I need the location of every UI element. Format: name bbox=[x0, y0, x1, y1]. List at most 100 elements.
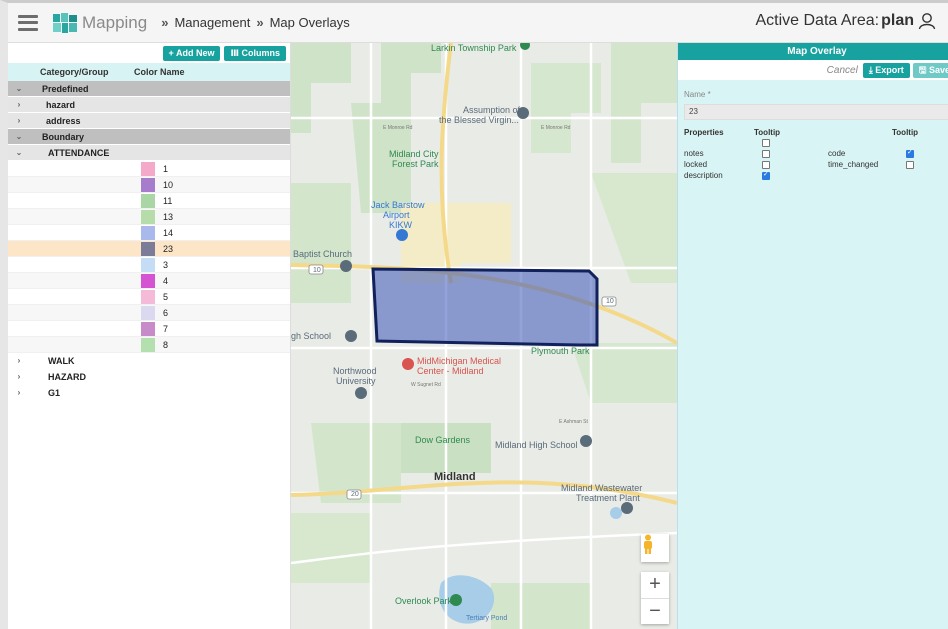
map-label-monroe: E Monroe Rd bbox=[383, 125, 413, 131]
map-label-barstow-2: Airport bbox=[383, 210, 410, 220]
map-label-midland: Midland bbox=[434, 471, 476, 483]
name-label: Name * bbox=[684, 90, 711, 99]
property-name: code bbox=[828, 149, 846, 158]
locked-tooltip-checkbox[interactable] bbox=[762, 160, 770, 169]
item-name: 1 bbox=[163, 163, 169, 174]
chevron-right-icon[interactable]: › bbox=[17, 100, 21, 109]
attendance-item[interactable]: 4 bbox=[8, 273, 290, 289]
tree-item-hazard[interactable]: › hazard bbox=[8, 97, 290, 113]
export-button[interactable]: ⤓ Export bbox=[862, 62, 910, 78]
left-toolbar: + Add New Ⅲ Columns bbox=[8, 43, 290, 63]
attendance-item[interactable]: 11 bbox=[8, 193, 290, 209]
map-view[interactable]: Larkin Township Park Assumption of the B… bbox=[291, 43, 677, 629]
description-tooltip-checkbox[interactable] bbox=[762, 170, 770, 180]
zoom-out-button[interactable]: − bbox=[641, 598, 669, 624]
item-name: 3 bbox=[163, 259, 169, 270]
top-bar: Mapping » Management » Map Overlays Acti… bbox=[8, 3, 948, 43]
notes-tooltip-checkbox[interactable] bbox=[762, 149, 770, 158]
item-name: 8 bbox=[163, 339, 169, 350]
map-label-larkin: Larkin Township Park bbox=[431, 43, 517, 53]
tree-group-boundary[interactable]: ⌄ Boundary bbox=[8, 129, 290, 145]
tree-group-g1[interactable]: › G1 bbox=[8, 385, 290, 401]
chevron-down-icon[interactable]: ⌄ bbox=[15, 132, 23, 141]
attendance-item[interactable]: 3 bbox=[8, 257, 290, 273]
item-name: 10 bbox=[163, 179, 174, 190]
attendance-item[interactable]: 14 bbox=[8, 225, 290, 241]
map-overlay-form: Map Overlay Cancel ⤓ Export 🖫 Save Name … bbox=[677, 43, 948, 629]
property-row: locked time_changed bbox=[684, 159, 948, 170]
chevron-right-icon[interactable]: › bbox=[17, 356, 21, 365]
attendance-item[interactable]: 23 bbox=[8, 241, 290, 257]
color-swatch bbox=[141, 337, 155, 352]
brand-name[interactable]: Mapping bbox=[82, 12, 148, 32]
attendance-item[interactable]: 10 bbox=[8, 177, 290, 193]
map-label-route-20: 20 bbox=[351, 491, 359, 498]
map-label-route-10b: 10 bbox=[606, 298, 614, 305]
tooltip-all-checkbox[interactable] bbox=[762, 138, 770, 147]
area-label: Active Data Area: bbox=[755, 12, 880, 29]
properties-label: Properties bbox=[684, 128, 724, 137]
map-label-tertiary: Tertiary Pond bbox=[466, 615, 508, 622]
street-view-pegman-icon[interactable] bbox=[641, 534, 669, 562]
cancel-button[interactable]: Cancel bbox=[826, 64, 858, 76]
color-swatch bbox=[141, 177, 155, 192]
map-label-high-school: gh School bbox=[291, 331, 332, 341]
form-title: Map Overlay bbox=[678, 43, 948, 60]
map-label-city-forest-2: Forest Park bbox=[392, 159, 439, 169]
code-tooltip-checkbox[interactable] bbox=[906, 148, 914, 158]
tree-item-attendance[interactable]: ⌄ ATTENDANCE bbox=[8, 145, 290, 161]
tree-group-walk[interactable]: › WALK bbox=[8, 353, 290, 369]
item-name: 23 bbox=[163, 243, 174, 254]
map-label-overlook: Overlook Park bbox=[395, 596, 453, 606]
chevron-right-icon[interactable]: › bbox=[17, 388, 21, 397]
chevron-down-icon[interactable]: ⌄ bbox=[15, 84, 23, 93]
column-category[interactable]: Category/Group bbox=[40, 67, 109, 77]
attendance-item[interactable]: 5 bbox=[8, 289, 290, 305]
property-name: description bbox=[684, 171, 723, 180]
map-label-northwood-2: University bbox=[336, 376, 376, 386]
overlay-tree-panel: + Add New Ⅲ Columns Category/Group Color… bbox=[8, 43, 291, 629]
map-label-plymouth: Plymouth Park bbox=[531, 346, 590, 356]
color-swatch bbox=[141, 241, 155, 256]
tree-column-header: Category/Group Color Name bbox=[8, 63, 290, 81]
menu-icon[interactable] bbox=[18, 14, 38, 31]
attendance-item[interactable]: 8 bbox=[8, 337, 290, 353]
attendance-item[interactable]: 1 bbox=[8, 161, 290, 177]
map-label-barstow-3: KIKW bbox=[389, 220, 413, 230]
zoom-control: + − bbox=[641, 572, 669, 624]
tree-group-hazard[interactable]: › HAZARD bbox=[8, 369, 290, 385]
color-swatch bbox=[141, 209, 155, 224]
name-input[interactable]: 23 bbox=[684, 104, 948, 120]
chevron-right-icon[interactable]: › bbox=[17, 372, 21, 381]
item-name: 4 bbox=[163, 275, 169, 286]
chevron-down-icon[interactable]: ⌄ bbox=[15, 148, 23, 157]
map-label-midmichigan-2: Center - Midland bbox=[417, 366, 484, 376]
zoom-in-button[interactable]: + bbox=[649, 573, 661, 595]
chevron-right-icon[interactable]: › bbox=[17, 116, 21, 125]
tree-group-predefined[interactable]: ⌄ Predefined bbox=[8, 81, 290, 97]
user-icon[interactable] bbox=[918, 12, 936, 30]
tooltip-label-2: Tooltip bbox=[892, 128, 919, 137]
attendance-item[interactable]: 6 bbox=[8, 305, 290, 321]
map-label-baptist: Baptist Church bbox=[293, 249, 353, 259]
map-label-wastewater-2: Treatment Plant bbox=[576, 493, 640, 503]
map-canvas[interactable] bbox=[291, 43, 677, 629]
add-new-button[interactable]: + Add New bbox=[162, 46, 221, 61]
map-label-midland-high: Midland High School bbox=[495, 440, 578, 450]
columns-button[interactable]: Ⅲ Columns bbox=[224, 46, 286, 61]
time-changed-tooltip-checkbox[interactable] bbox=[906, 160, 914, 169]
map-pin-icon bbox=[340, 43, 633, 606]
attendance-item[interactable]: 7 bbox=[8, 321, 290, 337]
tree-item-address[interactable]: › address bbox=[8, 113, 290, 129]
map-label-monroe-2: E Monroe Rd bbox=[541, 125, 571, 131]
map-label-city-forest: Midland City bbox=[389, 149, 439, 159]
save-button[interactable]: 🖫 Save bbox=[912, 62, 948, 78]
attendance-item[interactable]: 13 bbox=[8, 209, 290, 225]
column-color[interactable]: Color bbox=[134, 67, 158, 77]
item-name: 5 bbox=[163, 291, 169, 302]
map-label-route-10: 10 bbox=[313, 267, 321, 274]
column-name[interactable]: Name bbox=[160, 67, 185, 77]
breadcrumb-management[interactable]: Management bbox=[174, 15, 251, 30]
item-name: 7 bbox=[163, 323, 169, 334]
